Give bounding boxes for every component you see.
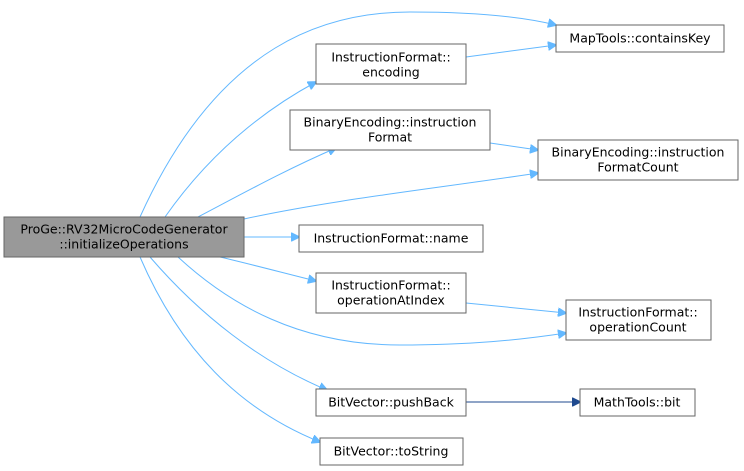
edge-root-to-if-encoding xyxy=(164,82,316,218)
node-instruction-format-operation-count[interactable]: InstructionFormat:: operationCount xyxy=(565,299,712,341)
edge-root-to-map-contains xyxy=(139,11,556,218)
node-instruction-format-operation-at-index[interactable]: InstructionFormat:: operationAtIndex xyxy=(315,272,467,314)
node-bit-vector-to-string[interactable]: BitVector::toString xyxy=(319,437,464,466)
node-label-line-2: encoding xyxy=(362,65,419,80)
node-label-line-1: ProGe::RV32MicroCodeGenerator xyxy=(20,222,228,237)
node-instruction-format-encoding[interactable]: InstructionFormat:: encoding xyxy=(315,43,467,85)
node-label-line-1: InstructionFormat:: xyxy=(578,305,697,320)
node-label: BitVector::toString xyxy=(334,444,449,459)
node-label-line-2: operationAtIndex xyxy=(337,293,445,308)
node-label: MathTools::bit xyxy=(594,395,681,410)
edge-if-encoding-to-map-contains xyxy=(465,45,556,58)
edges xyxy=(139,11,580,442)
edge-root-to-if-op-count xyxy=(177,256,566,346)
node-label: MapTools::containsKey xyxy=(569,31,711,46)
edge-root-to-be-format-count xyxy=(243,173,538,220)
node-label-line-2: FormatCount xyxy=(597,160,678,175)
node-label-line-2: operationCount xyxy=(589,320,686,335)
edge-root-to-if-op-at-index xyxy=(219,256,316,281)
node-label: InstructionFormat::name xyxy=(314,231,469,246)
node-map-contains-key[interactable]: MapTools::containsKey xyxy=(555,24,725,53)
node-label: BitVector::pushBack xyxy=(328,395,454,410)
node-math-tools-bit[interactable]: MathTools::bit xyxy=(579,388,696,417)
node-label-line-1: InstructionFormat:: xyxy=(331,50,450,65)
node-label-line-1: InstructionFormat:: xyxy=(331,278,450,293)
node-initialize-operations[interactable]: ProGe::RV32MicroCodeGenerator ::initiali… xyxy=(3,216,245,258)
edge-root-to-be-instruction-format xyxy=(197,148,336,218)
node-label-line-1: BinaryEncoding::instruction xyxy=(304,115,477,130)
node-label-line-2: ::initializeOperations xyxy=(59,237,188,252)
edge-be-instruction-format-to-be-format-count xyxy=(489,142,538,150)
edge-if-op-at-index-to-if-op-count xyxy=(465,302,566,313)
node-binary-encoding-instruction-format[interactable]: BinaryEncoding::instruction Format xyxy=(289,109,491,151)
edge-root-to-bv-to-string xyxy=(139,256,320,442)
node-bit-vector-push-back[interactable]: BitVector::pushBack xyxy=(315,388,467,417)
node-binary-encoding-instruction-format-count[interactable]: BinaryEncoding::instruction FormatCount xyxy=(537,139,739,181)
node-instruction-format-name[interactable]: InstructionFormat::name xyxy=(298,224,484,253)
edge-root-to-bv-push-back xyxy=(149,256,327,390)
node-label-line-2: Format xyxy=(368,130,412,145)
node-label-line-1: BinaryEncoding::instruction xyxy=(552,145,725,160)
